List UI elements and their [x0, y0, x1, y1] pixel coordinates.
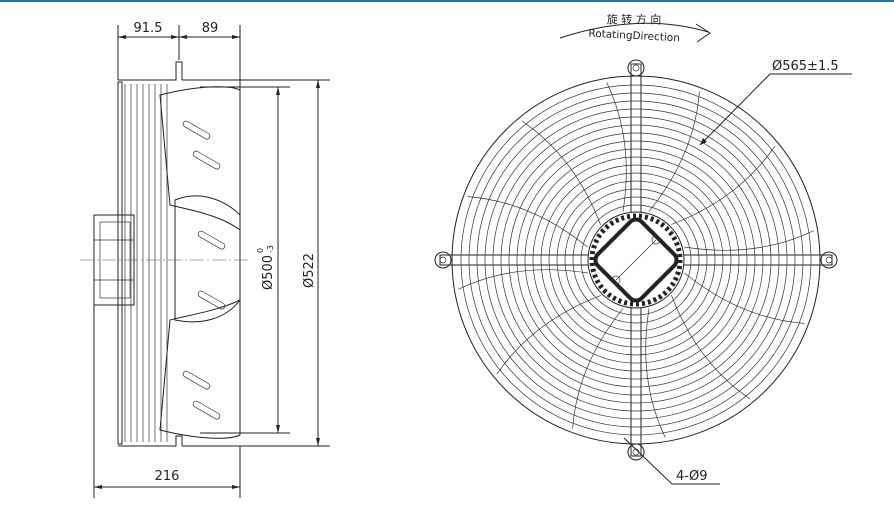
dim-91-5-label: 91.5: [134, 21, 163, 36]
dim-565-label: Ø565±1.5: [772, 59, 839, 74]
guard-spoke: [606, 82, 627, 212]
mounting-holes: [434, 59, 838, 461]
guard-ring: [460, 84, 812, 436]
guard-ring: [500, 124, 772, 396]
guard-spoke: [572, 308, 624, 429]
guard-ring: [564, 188, 708, 332]
guard-spoke: [684, 230, 814, 251]
dim-522-label: Ø522: [302, 253, 317, 288]
dim-89-label: 89: [202, 21, 219, 36]
header-accent-line: [0, 0, 894, 2]
blade-slot: [197, 230, 226, 250]
front-view: 旋 转 方 向 RotatingDirection Ø565±1.5 4-Ø9: [434, 12, 852, 485]
dim-216-label: 216: [155, 469, 180, 484]
dim-500-tol-lower: -3: [266, 245, 275, 253]
dim-500-tol-upper: 0: [256, 248, 265, 253]
guard-ring: [540, 164, 732, 356]
blade-slot: [182, 370, 211, 390]
blade-slot: [192, 400, 221, 420]
guard-spoke: [496, 295, 601, 375]
dim-holes-label: 4-Ø9: [676, 469, 707, 484]
blade-slot: [182, 120, 211, 140]
guard-ring: [508, 132, 764, 388]
guard-spoke: [467, 196, 588, 248]
guard-spoke: [648, 91, 700, 212]
guard-ring: [524, 148, 748, 372]
side-view: 91.5 89 Ø500 0 -3 Ø522: [80, 21, 330, 498]
guard-ring: [484, 108, 788, 412]
guard-ring: [476, 100, 796, 420]
guard-ring: [580, 204, 692, 316]
guard-wires: [124, 84, 168, 442]
guard-ring: [516, 140, 756, 380]
guard-spoke: [521, 120, 601, 225]
guard-ring: [556, 180, 716, 340]
guard-ring: [548, 172, 724, 348]
guard-ring: [468, 92, 804, 428]
guard-ring: [532, 156, 740, 364]
rotation-direction-cn: 旋 转 方 向: [607, 12, 662, 26]
guard-spoke: [645, 308, 666, 438]
guard-spoke: [684, 272, 805, 324]
guard-spoke: [458, 269, 588, 290]
guard-spoke: [671, 295, 751, 400]
guard-ring: [492, 116, 780, 404]
guard-ring: [572, 196, 700, 324]
rotation-direction-en: RotatingDirection: [588, 28, 680, 45]
dim-500-label: Ø500: [261, 255, 276, 290]
blade-slots: [182, 120, 226, 420]
guard-spokes: [458, 82, 814, 438]
blade-slot: [197, 290, 226, 310]
blade-slot: [192, 150, 221, 170]
guard-spoke: [671, 145, 776, 225]
